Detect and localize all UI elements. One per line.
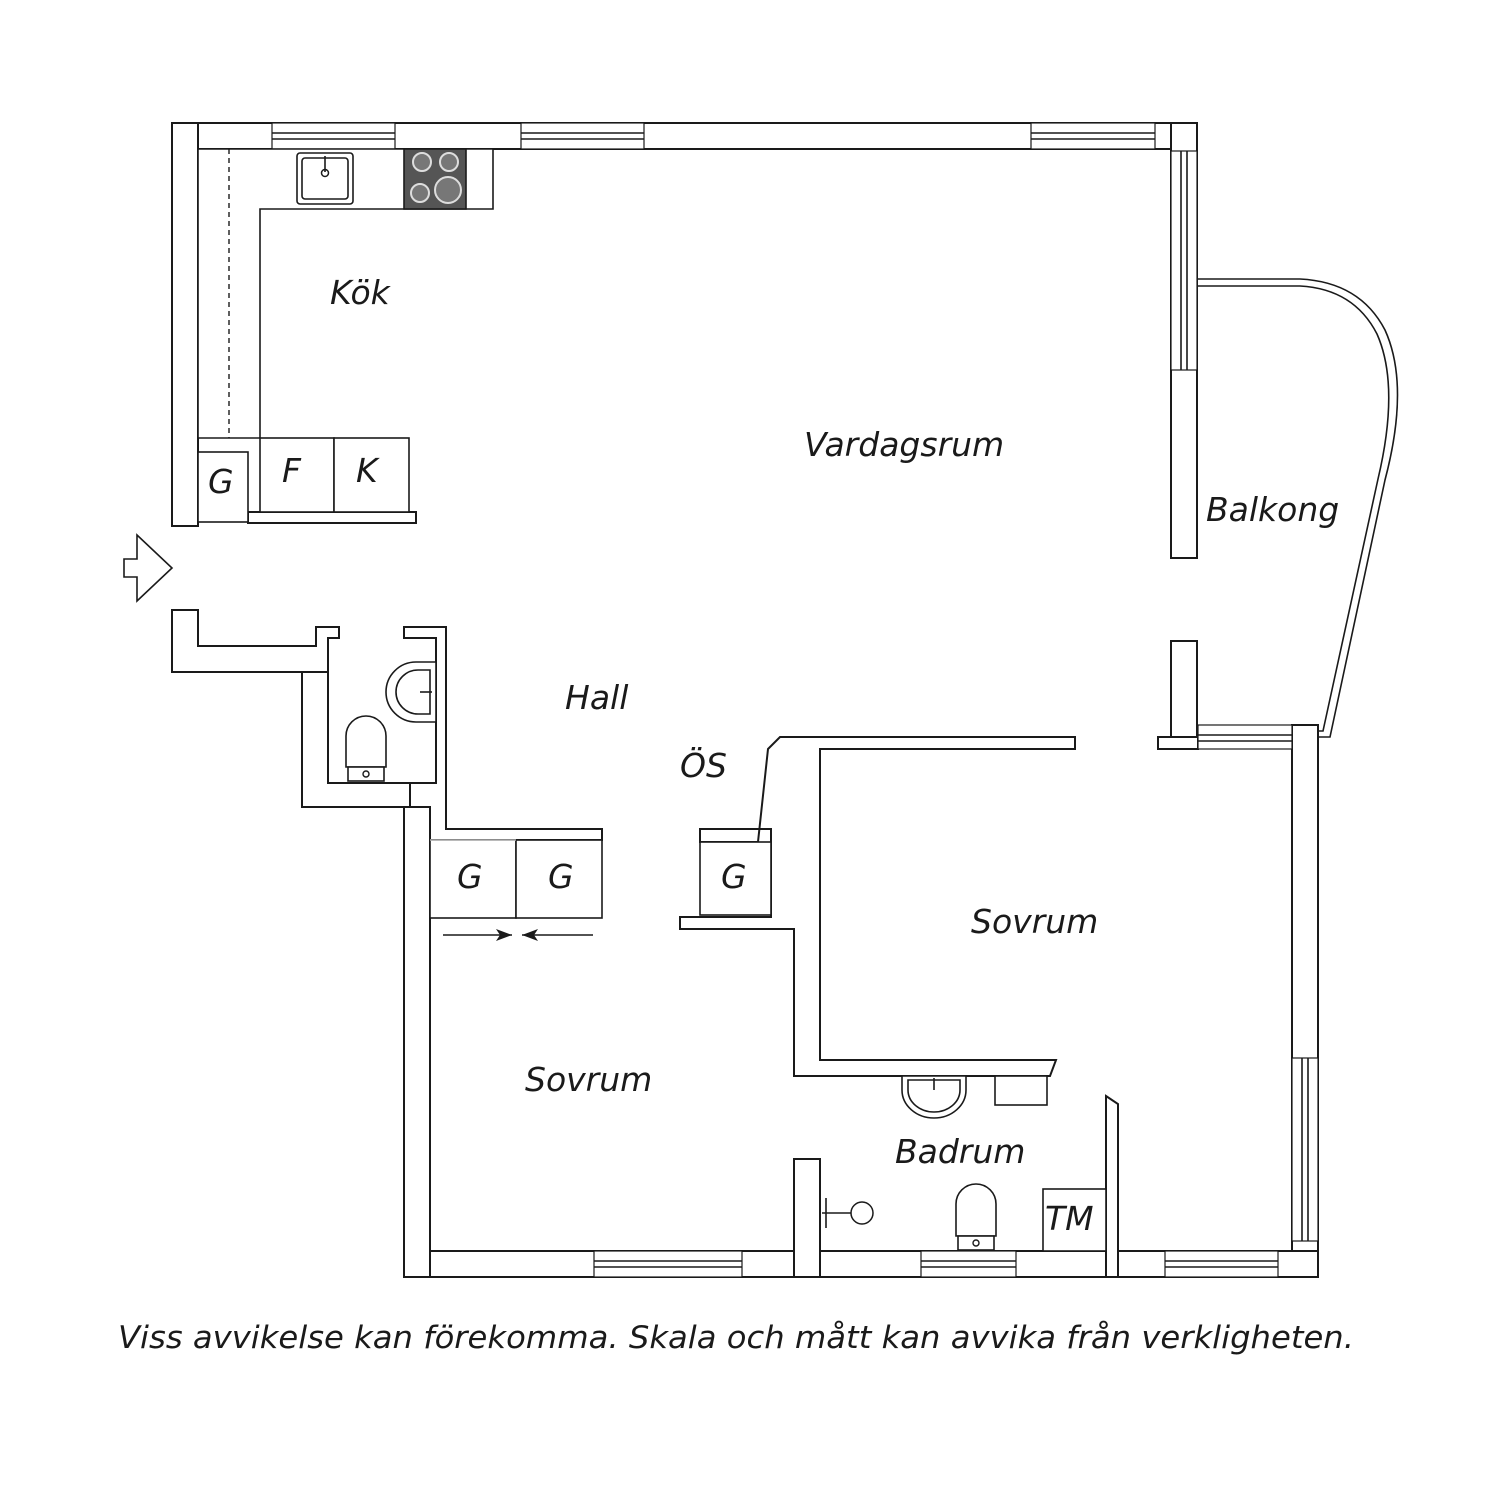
kitchen-g-box [197,451,249,523]
room-label-balkong: Balkong [1206,490,1339,529]
wall-right-lower-stub [1170,640,1198,750]
window-bottom-2 [920,1250,1017,1278]
wall-kitchen-counter [247,511,417,524]
room-label-sovrum-right: Sovrum [971,902,1098,941]
wall-stub-foot [1157,736,1199,750]
disclaimer-text: Viss avvikelse kan förekomma. Skala och … [118,1320,1354,1356]
window-top-1 [271,122,396,150]
wall-left-kitchen [171,122,199,527]
washing-machine-box [1042,1188,1107,1252]
fixture-label-hall-g3: G [721,857,747,896]
entry-arrow-icon [123,533,174,603]
freezer-box [333,437,410,513]
room-label-hall: Hall [565,678,628,717]
fixture-label-kitchen-k: K [356,451,380,490]
fixture-label-hall-g1: G [457,857,483,896]
room-label-sovrum-left: Sovrum [525,1060,652,1099]
room-label-kok: Kök [330,273,392,312]
window-right-2 [1197,724,1293,750]
window-bottom-3 [1164,1250,1279,1278]
wall-badrum-left [793,1158,821,1278]
wall-badrum-right [1105,1094,1119,1278]
wall-entry-lower [171,609,340,673]
window-top-3 [1030,122,1156,150]
fixture-label-hall-g2: G [548,857,574,896]
bath-cabinet-box [994,1075,1048,1106]
balcony-outline-inner [1197,285,1390,732]
window-right-3 [1291,1057,1319,1242]
wall-left-bedroom [403,806,431,1278]
wall-wc-right [403,626,603,841]
bathroom-fixtures [822,1075,1107,1252]
kitchen-fixtures [197,148,494,523]
room-label-vardagsrum: Vardagsrum [804,425,1004,464]
hall-fixtures [429,839,772,941]
window-right-1 [1170,150,1198,371]
room-label-os: ÖS [680,745,727,785]
bath-toilet-icon [955,1183,997,1237]
wardrobe-g1-box [429,839,517,919]
wardrobe-g2-box [515,839,603,919]
window-top-2 [520,122,645,150]
fixture-label-kitchen-g: G [208,462,234,501]
room-label-badrum: Badrum [895,1132,1025,1171]
window-bottom-1 [593,1250,743,1278]
wc-fixtures [345,661,437,782]
fixture-label-kitchen-f: F [282,451,302,490]
wc-toilet-icon [345,715,387,768]
windows [271,122,1319,1278]
wardrobe-g3-box [699,841,772,916]
balcony-outline [1197,278,1399,738]
fixture-label-tm: TM [1045,1199,1094,1238]
